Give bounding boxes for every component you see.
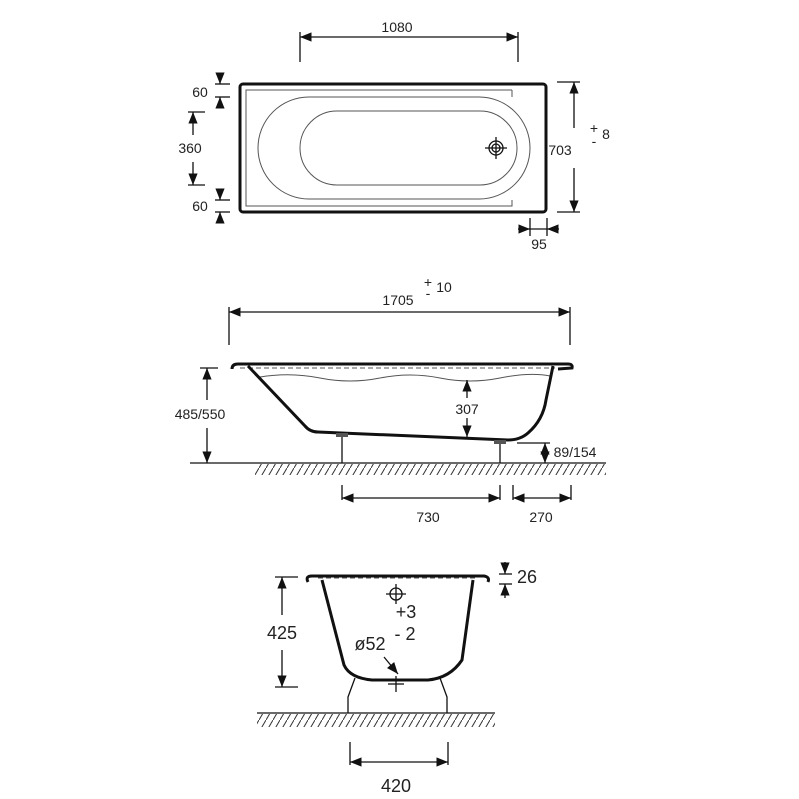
dim-89-154: 89/154 bbox=[517, 442, 597, 463]
dim-60-bottom: 60 bbox=[192, 188, 230, 224]
svg-text:60: 60 bbox=[192, 84, 208, 100]
svg-text:1080: 1080 bbox=[381, 19, 412, 35]
inner-rim bbox=[245, 89, 513, 207]
svg-text:ø52: ø52 bbox=[354, 634, 385, 654]
floor-hatch bbox=[255, 464, 606, 475]
leg-icon bbox=[347, 677, 356, 713]
svg-text:+: + bbox=[590, 120, 598, 136]
side-view: 1705 + - 10 485/550 307 89/154 bbox=[175, 274, 606, 525]
dim-270: 270 bbox=[512, 485, 572, 525]
svg-text:425: 425 bbox=[267, 623, 297, 643]
basin-outer bbox=[257, 96, 531, 200]
top-view: 1080 60 360 60 703 + - 8 bbox=[178, 19, 610, 252]
leg-icon bbox=[336, 433, 348, 463]
svg-text:10: 10 bbox=[436, 279, 452, 295]
dim-703: 703 + - 8 bbox=[548, 81, 610, 213]
svg-text:26: 26 bbox=[517, 567, 537, 587]
svg-text:485/550: 485/550 bbox=[175, 406, 226, 422]
dim-1080: 1080 bbox=[299, 19, 519, 62]
dim-95: 95 bbox=[518, 218, 559, 252]
floor-hatch bbox=[257, 714, 495, 727]
leg-icon bbox=[494, 440, 506, 463]
svg-text:+3: +3 bbox=[396, 602, 417, 622]
svg-text:730: 730 bbox=[416, 509, 440, 525]
svg-text:95: 95 bbox=[531, 236, 547, 252]
svg-text:1705: 1705 bbox=[382, 292, 413, 308]
end-view: 425 26 +3 - 2 ø52 420 bbox=[257, 562, 537, 796]
svg-text:270: 270 bbox=[529, 509, 553, 525]
dim-485-550: 485/550 bbox=[175, 367, 226, 463]
svg-text:420: 420 bbox=[381, 776, 411, 796]
rim bbox=[230, 362, 574, 371]
dim-420: 420 bbox=[349, 742, 449, 796]
basin-inner bbox=[299, 110, 518, 186]
overflow-crosshair-icon bbox=[386, 584, 406, 604]
drain-crosshair-icon bbox=[388, 676, 404, 692]
svg-text:8: 8 bbox=[602, 126, 610, 142]
svg-text:703: 703 bbox=[548, 142, 572, 158]
water-line bbox=[259, 373, 551, 382]
dim-360: 360 bbox=[178, 111, 205, 186]
svg-text:60: 60 bbox=[192, 198, 208, 214]
tub-body bbox=[320, 579, 475, 682]
dim-26: 26 bbox=[499, 562, 537, 598]
svg-text:-: - bbox=[592, 133, 597, 149]
svg-text:- 2: - 2 bbox=[394, 624, 415, 644]
tub-outline bbox=[238, 82, 548, 214]
tub-body bbox=[246, 364, 555, 442]
dim-425: 425 bbox=[267, 576, 298, 688]
rim bbox=[305, 574, 490, 583]
svg-text:307: 307 bbox=[455, 401, 479, 417]
svg-text:+: + bbox=[424, 274, 432, 290]
dim-307: 307 bbox=[455, 380, 479, 437]
svg-text:-: - bbox=[426, 285, 431, 301]
svg-text:89/154: 89/154 bbox=[554, 444, 597, 460]
dim-60-top: 60 bbox=[192, 72, 230, 109]
dim-730: 730 bbox=[341, 485, 501, 525]
leg-icon bbox=[439, 677, 448, 713]
drain-icon bbox=[485, 137, 507, 159]
drain-pointer-arrow bbox=[383, 656, 399, 675]
svg-text:360: 360 bbox=[178, 140, 202, 156]
dim-1705: 1705 + - 10 bbox=[228, 274, 571, 345]
